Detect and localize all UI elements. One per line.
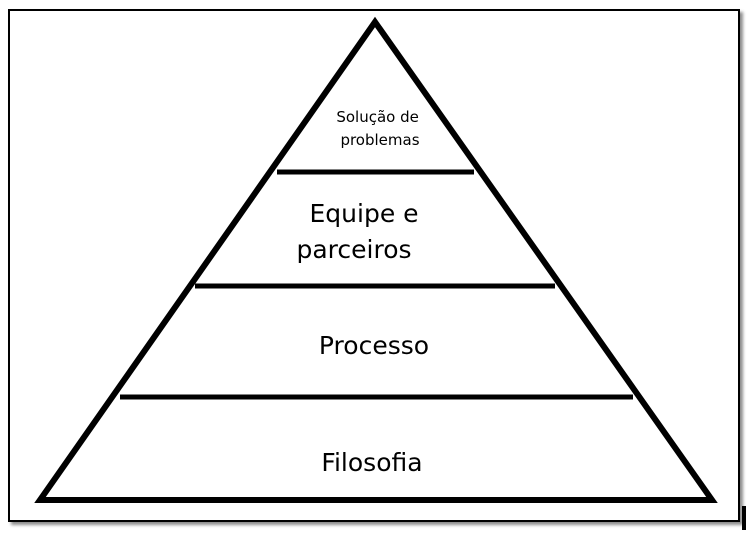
level-label-line: Solução de [336,108,419,126]
level-label-line: Filosofia [321,448,422,477]
level-label-equipe: Equipe e parceiros [296,199,426,264]
level-label-solucao: Solução de problemas [336,108,423,149]
pyramid-outline [34,16,718,503]
level-label-line: parceiros [296,235,411,264]
level-label-line: Equipe e [310,199,419,228]
level-label-filosofia: Filosofia [321,448,422,477]
level-label-line: problemas [340,131,419,149]
text-cursor [742,506,746,530]
level-label-processo: Processo [319,331,429,360]
level-label-line: Processo [319,331,429,360]
